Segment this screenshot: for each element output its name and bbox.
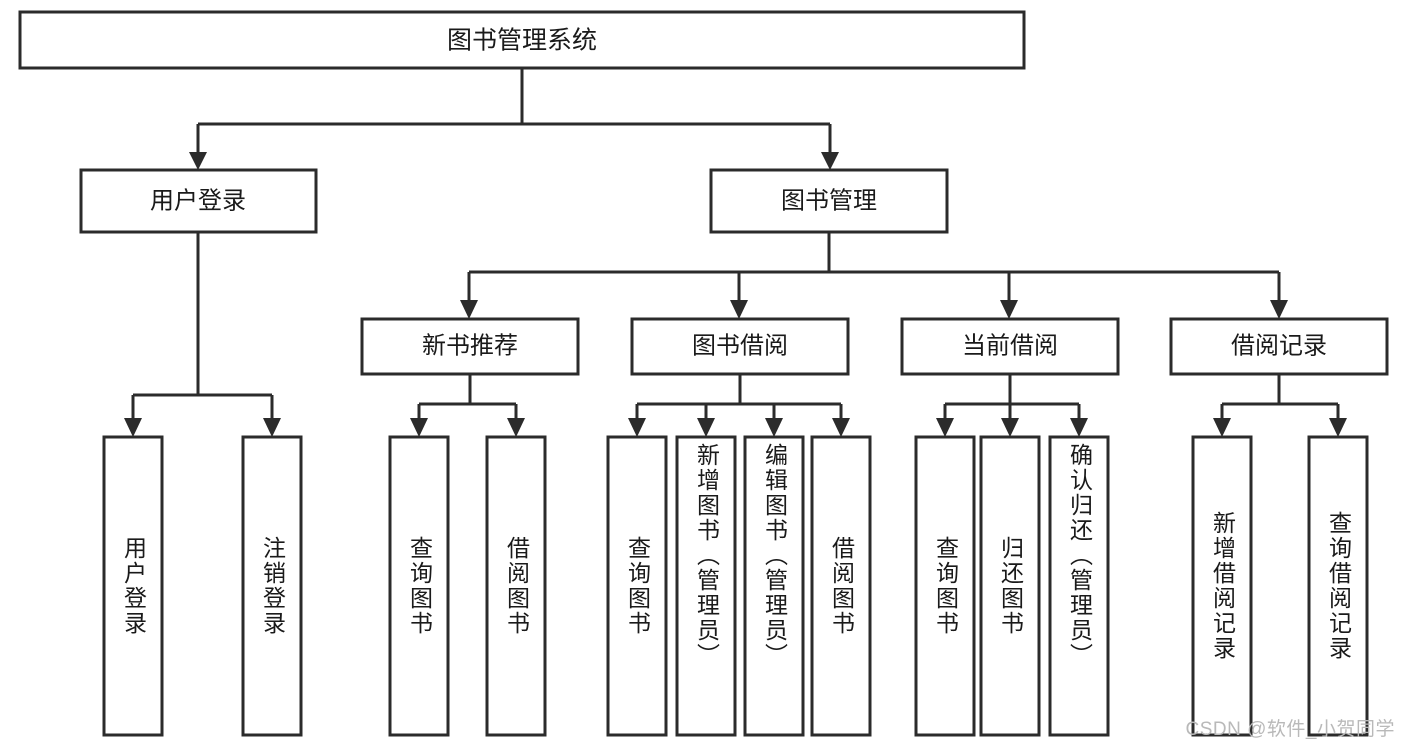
leaf-box-add-record[interactable] <box>1191 435 1253 737</box>
watermark: CSDN @软件_小贺同学 <box>1185 719 1395 740</box>
leaf-box-confirm-return[interactable] <box>1048 435 1110 737</box>
leaf-box-edit-book[interactable] <box>743 435 805 737</box>
leaf-box-user-logout[interactable] <box>241 435 303 737</box>
node-book-borrow[interactable]: 图书借阅 <box>630 317 850 376</box>
node-current-borrow[interactable]: 当前借阅 <box>900 317 1120 376</box>
node-root-label: 图书管理系统 <box>447 27 597 55</box>
leaf-box-borrow-book-2[interactable] <box>810 435 872 737</box>
node-root[interactable]: 图书管理系统 <box>18 10 1026 70</box>
connector-book-borrow-to-leaves <box>628 374 850 437</box>
leaf-box-return-book[interactable] <box>979 435 1041 737</box>
node-user-login-box <box>79 168 318 234</box>
leaf-box-add-book[interactable] <box>675 435 737 737</box>
connector-book-management-to-level3 <box>460 232 1288 319</box>
node-new-book-recommend-box <box>360 317 580 376</box>
leaf-box-query-book-1[interactable] <box>388 435 450 737</box>
node-book-management-label: 图书管理 <box>781 187 877 214</box>
leaf-box-query-record[interactable] <box>1307 435 1369 737</box>
leaf-box-query-book-3[interactable] <box>914 435 976 737</box>
connector-borrow-record-to-leaves <box>1213 374 1347 437</box>
node-borrow-record-label: 借阅记录 <box>1231 332 1327 359</box>
node-new-book-recommend-label: 新书推荐 <box>422 332 518 359</box>
node-current-borrow-label: 当前借阅 <box>962 332 1058 359</box>
leaf-boxes <box>102 435 1369 737</box>
connector-root-to-level2 <box>189 68 839 170</box>
node-user-login-label: 用户登录 <box>150 187 246 214</box>
node-user-login[interactable]: 用户登录 <box>79 168 318 234</box>
leaf-box-query-book-2[interactable] <box>606 435 668 737</box>
connector-current-borrow-to-leaves <box>936 374 1088 437</box>
node-new-book-recommend[interactable]: 新书推荐 <box>360 317 580 376</box>
node-book-borrow-label: 图书借阅 <box>692 332 788 359</box>
connector-user-login-to-leaves <box>124 232 281 437</box>
node-root-box <box>18 10 1026 70</box>
leaf-box-borrow-book-1[interactable] <box>485 435 547 737</box>
node-current-borrow-box <box>900 317 1120 376</box>
leaf-box-user-login[interactable] <box>102 435 164 737</box>
node-borrow-record[interactable]: 借阅记录 <box>1169 317 1389 376</box>
node-book-management[interactable]: 图书管理 <box>709 168 949 234</box>
connector-new-book-recommend-to-leaves <box>410 374 525 437</box>
